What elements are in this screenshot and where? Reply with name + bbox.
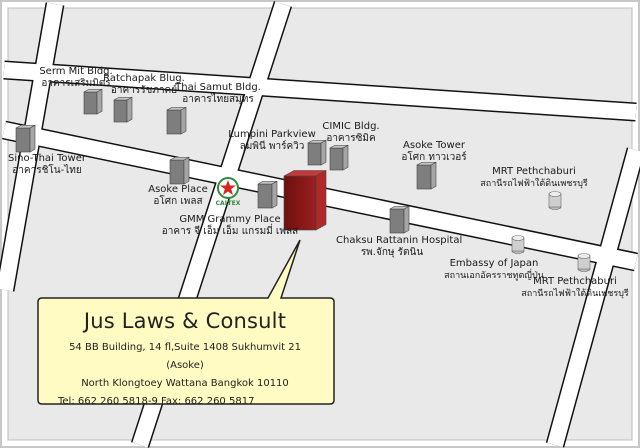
petchaburi-road <box>3 62 637 120</box>
thai-samut-building-icon <box>166 106 187 135</box>
lumpini-building-icon <box>307 139 327 166</box>
ratchapak-en: Ratchapak Blug. <box>103 73 185 84</box>
caltex-text: CALTEX <box>215 200 241 207</box>
mrt-pethchaburi-top-label: MRT Pethchaburi สถานีรถไฟฟ้าใต้ดินเพชรบุ… <box>474 166 594 190</box>
serm-mit-en: Serm Mit Bldg. <box>39 66 113 77</box>
lumpini-parkview-label: Lumpini Parkview ลุมพินี พาร์ควิว <box>226 129 318 153</box>
mrt-station-top-icon <box>548 191 562 210</box>
asoke-tower-th: อโศก ทาวเวอร์ <box>401 152 467 163</box>
asoke-place-label: Asoke Place อโศก เพลส <box>140 184 216 208</box>
sino-thai-en: Sino-Thai Tower <box>8 153 86 164</box>
lumpini-th: ลุมพินี พาร์ควิว <box>239 141 305 152</box>
thai-samut-bldg-label: Thai Samut Bldg. อาคารไทยสมุทร <box>170 82 266 106</box>
gmm-grammy-place-label: GMM Grammy Place อาคาร จี เอ็ม เอ็ม แกรม… <box>160 214 300 238</box>
jus-laws-office-building-icon <box>283 169 327 231</box>
chaksu-en: Chaksu Rattanin Hospital <box>336 235 463 246</box>
address-callout <box>37 239 335 405</box>
chaksu-rattanin-hospital-label: Chaksu Rattanin Hospital รพ.จักษุ รัตนิน <box>336 235 463 259</box>
caltex-logo <box>217 177 239 199</box>
serm-mit-th: อาคารเสริมมิตร <box>41 78 111 89</box>
gmm-th: อาคาร จี เอ็ม เอ็ม แกรมมี่ เพลส <box>161 226 299 237</box>
ratchapak-bldg-label: Ratchapak Blug. อาคารรัชภาคย์ <box>100 73 188 97</box>
asoke-place-building-icon <box>169 156 190 185</box>
sino-thai-tower-label: Sino-Thai Tower อาคารชิโน-ไทย <box>2 153 92 177</box>
mrt-top-th: สถานีรถไฟฟ้าใต้ดินเพชรบุรี <box>480 179 588 189</box>
cimic-building-icon <box>329 144 349 171</box>
sino-thai-building-icon <box>15 124 36 153</box>
lumpini-en: Lumpini Parkview <box>228 129 316 140</box>
mrt-pethchaburi-bottom-label: MRT Pethchaburi สถานีรถไฟฟ้าใต้ดินเพชรบุ… <box>520 276 630 300</box>
asoke-place-en: Asoke Place <box>148 184 208 195</box>
mrt-bottom-en: MRT Pethchaburi <box>533 276 617 287</box>
chaksu-th: รพ.จักษุ รัตนิน <box>360 247 424 258</box>
company-name: Jus Laws & Consult <box>83 309 287 333</box>
thai-samut-en: Thai Samut Bldg. <box>175 82 261 93</box>
address-line-1: 54 BB Building, 14 fl,Suite 1408 Sukhumv… <box>69 342 301 371</box>
ratchapak-building-icon <box>113 96 133 123</box>
asoke-tower-label: Asoke Tower อโศก ทาวเวอร์ <box>395 140 473 164</box>
serm-mit-bldg-label: Serm Mit Bldg. อาคารเสริมมิตร <box>30 66 122 90</box>
mrt-station-embassy-icon <box>511 235 525 254</box>
address-line-2: North Klongtoey Wattana Bangkok 10110 <box>81 378 289 389</box>
gmm-building-icon <box>257 180 278 209</box>
mrt-station-bottom-icon <box>577 253 591 272</box>
embassy-of-japan-label: Embassy of Japan สถานเอกอัครราชทูตญี่ปุ่… <box>442 258 546 282</box>
embassy-en: Embassy of Japan <box>449 258 539 269</box>
embassy-th: สถานเอกอัครราชทูตญี่ปุ่น <box>444 271 544 281</box>
chaksu-building-icon <box>389 205 410 234</box>
ratchapak-th: อาคารรัชภาคย์ <box>110 85 178 96</box>
asoke-place-th: อโศก เพลส <box>153 196 203 207</box>
cimic-th: อาคารซิมิค <box>326 133 376 144</box>
cimic-bldg-label: CIMIC Bldg. อาคารซิมิค <box>318 121 384 145</box>
gmm-en: GMM Grammy Place <box>179 214 281 225</box>
phone-fax-line: Tel: 662 260 5818-9 Fax: 662 260 5817 <box>58 396 255 407</box>
asoke-tower-en: Asoke Tower <box>403 140 465 151</box>
thai-samut-th: อาคารไทยสมุทร <box>182 94 254 105</box>
sino-thai-th: อาคารชิโน-ไทย <box>12 165 82 176</box>
right-road <box>547 147 640 448</box>
serm-mit-building-icon <box>83 88 103 115</box>
cimic-en: CIMIC Bldg. <box>322 121 380 132</box>
caltex-label: CALTEX <box>210 200 246 208</box>
building-icons <box>15 88 591 272</box>
address-callout-text: Jus Laws & Consult 54 BB Building, 14 fl… <box>50 308 320 411</box>
mrt-bottom-th: สถานีรถไฟฟ้าใต้ดินเพชรบุรี <box>521 289 629 299</box>
asoke-tower-building-icon <box>416 161 437 190</box>
mrt-top-en: MRT Pethchaburi <box>492 166 576 177</box>
